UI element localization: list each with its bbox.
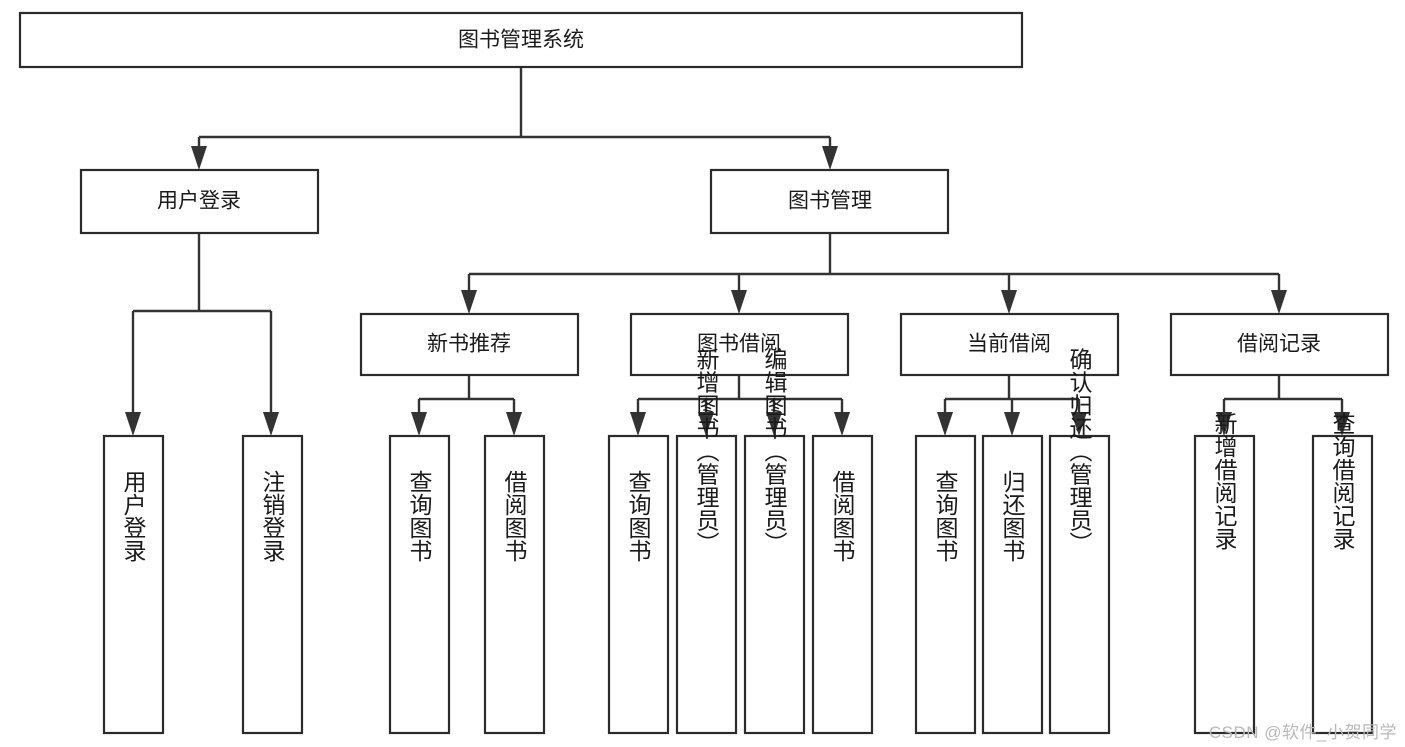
node-root[interactable]: 图书管理系统 [18, 11, 1024, 69]
node-root-label: 图书管理系统 [458, 29, 584, 52]
arrow-nbr-leaf-1 [411, 412, 427, 436]
connectors-current-borrow [937, 375, 1087, 436]
arrow-to-current-borrow [1001, 290, 1017, 314]
leaf-current-borrow-2-box[interactable] [981, 434, 1044, 735]
leaf-user-login-1-box[interactable] [102, 434, 165, 735]
leaf-book-borrow-4-box[interactable] [811, 434, 874, 735]
leaf-current-borrow-3-box[interactable] [1048, 434, 1111, 735]
node-book-management-box[interactable] [709, 168, 950, 235]
node-book-borrow-label: 图书借阅 [697, 333, 781, 356]
leaf-borrow-record-2[interactable]: 查询借阅记录 [1311, 412, 1374, 735]
node-new-book-recommend-label: 新书推荐 [427, 333, 511, 356]
leaf-book-borrow-2-label: 新增图书（管理员） [693, 348, 720, 555]
node-user-login-label: 用户登录 [157, 190, 241, 213]
leaf-new-book-recommend-2-label: 借阅图书 [501, 470, 528, 562]
arrow-root-to-book-mgmt [822, 146, 838, 170]
leaf-borrow-record-2-label: 查询借阅记录 [1329, 412, 1356, 550]
leaf-borrow-record-1[interactable]: 新增借阅记录 [1193, 412, 1256, 735]
leaf-book-borrow-3[interactable]: 编辑图书（管理员） [743, 348, 806, 735]
node-borrow-record-label: 借阅记录 [1237, 333, 1321, 356]
leaf-new-book-recommend-2-box[interactable] [483, 434, 546, 735]
leaf-user-login-1[interactable]: 用户登录 [102, 434, 165, 735]
node-book-management-label: 图书管理 [788, 190, 872, 213]
leaf-book-borrow-2[interactable]: 新增图书（管理员） [675, 348, 738, 735]
leaf-current-borrow-3-label: 确认归还（管理员） [1066, 348, 1093, 555]
leaf-user-login-2-box[interactable] [241, 434, 304, 735]
arrow-bb-leaf-1 [630, 412, 646, 436]
connectors-root [191, 67, 838, 170]
csdn-watermark: CSDN @软件_小贺同学 [1208, 723, 1397, 742]
arrow-bb-leaf-4 [834, 412, 850, 436]
node-user-login[interactable]: 用户登录 [79, 168, 320, 235]
leaf-book-borrow-3-box[interactable] [743, 434, 806, 735]
leaf-book-borrow-3-label: 编辑图书（管理员） [761, 348, 788, 555]
node-current-borrow[interactable]: 当前借阅 [899, 312, 1120, 377]
leaf-borrow-record-1-box[interactable] [1193, 434, 1256, 735]
node-root-box[interactable] [18, 11, 1024, 69]
leaf-book-borrow-1-label: 查询图书 [625, 470, 652, 562]
connectors-borrow-record [1216, 375, 1350, 436]
connectors-user-login [125, 233, 279, 436]
leaf-user-login-2[interactable]: 注销登录 [241, 434, 304, 735]
arrow-to-borrow-record [1271, 290, 1287, 314]
leaf-new-book-recommend-2[interactable]: 借阅图书 [483, 434, 546, 735]
connectors-book-mgmt [461, 233, 1287, 314]
leaf-current-borrow-1-box[interactable] [914, 434, 977, 735]
arrow-cb-leaf-3 [1071, 412, 1087, 436]
arrow-br-leaf-1 [1216, 412, 1232, 436]
node-book-borrow-box[interactable] [629, 312, 850, 377]
node-user-login-box[interactable] [79, 168, 320, 235]
arrow-to-leaf-logout [263, 412, 279, 436]
node-current-borrow-box[interactable] [899, 312, 1120, 377]
node-book-borrow[interactable]: 图书借阅 [629, 312, 850, 377]
arrow-bb-leaf-3 [766, 412, 782, 436]
leaf-book-borrow-1[interactable]: 查询图书 [607, 434, 670, 735]
arrow-to-book-borrow [731, 290, 747, 314]
leaf-borrow-record-2-box[interactable] [1311, 434, 1374, 735]
arrow-root-to-user-login [191, 146, 207, 170]
leaf-book-borrow-2-box[interactable] [675, 434, 738, 735]
arrow-bb-leaf-2 [698, 412, 714, 436]
leaf-current-borrow-1-label: 查询图书 [932, 470, 959, 562]
node-new-book-recommend-box[interactable] [359, 312, 580, 377]
leaf-current-borrow-3[interactable]: 确认归还（管理员） [1048, 348, 1111, 735]
leaf-user-login-1-label: 用户登录 [120, 470, 147, 562]
connectors-new-book-recommend [411, 375, 522, 436]
leaf-book-borrow-4-label: 借阅图书 [829, 470, 856, 562]
leaf-book-borrow-4[interactable]: 借阅图书 [811, 434, 874, 735]
leaf-new-book-recommend-1-box[interactable] [388, 434, 451, 735]
node-borrow-record-box[interactable] [1169, 312, 1390, 377]
node-borrow-record[interactable]: 借阅记录 [1169, 312, 1390, 377]
arrow-cb-leaf-1 [937, 412, 953, 436]
leaf-user-login-2-label: 注销登录 [259, 470, 286, 562]
connectors-book-borrow [630, 375, 850, 436]
leaf-new-book-recommend-1-label: 查询图书 [406, 470, 433, 562]
leaf-current-borrow-1[interactable]: 查询图书 [914, 434, 977, 735]
node-book-management[interactable]: 图书管理 [709, 168, 950, 235]
leaf-current-borrow-2-label: 归还图书 [999, 470, 1026, 562]
arrow-cb-leaf-2 [1004, 412, 1020, 436]
leaf-book-borrow-1-box[interactable] [607, 434, 670, 735]
arrow-br-leaf-2 [1334, 412, 1350, 436]
leaf-current-borrow-2[interactable]: 归还图书 [981, 434, 1044, 735]
arrow-to-leaf-user-login [125, 412, 141, 436]
leaf-borrow-record-1-label: 新增借阅记录 [1211, 412, 1238, 550]
node-new-book-recommend[interactable]: 新书推荐 [359, 312, 580, 377]
node-current-borrow-label: 当前借阅 [967, 333, 1051, 356]
arrow-to-new-book-recommend [461, 290, 477, 314]
leaf-new-book-recommend-1[interactable]: 查询图书 [388, 434, 451, 735]
arrow-nbr-leaf-2 [506, 412, 522, 436]
